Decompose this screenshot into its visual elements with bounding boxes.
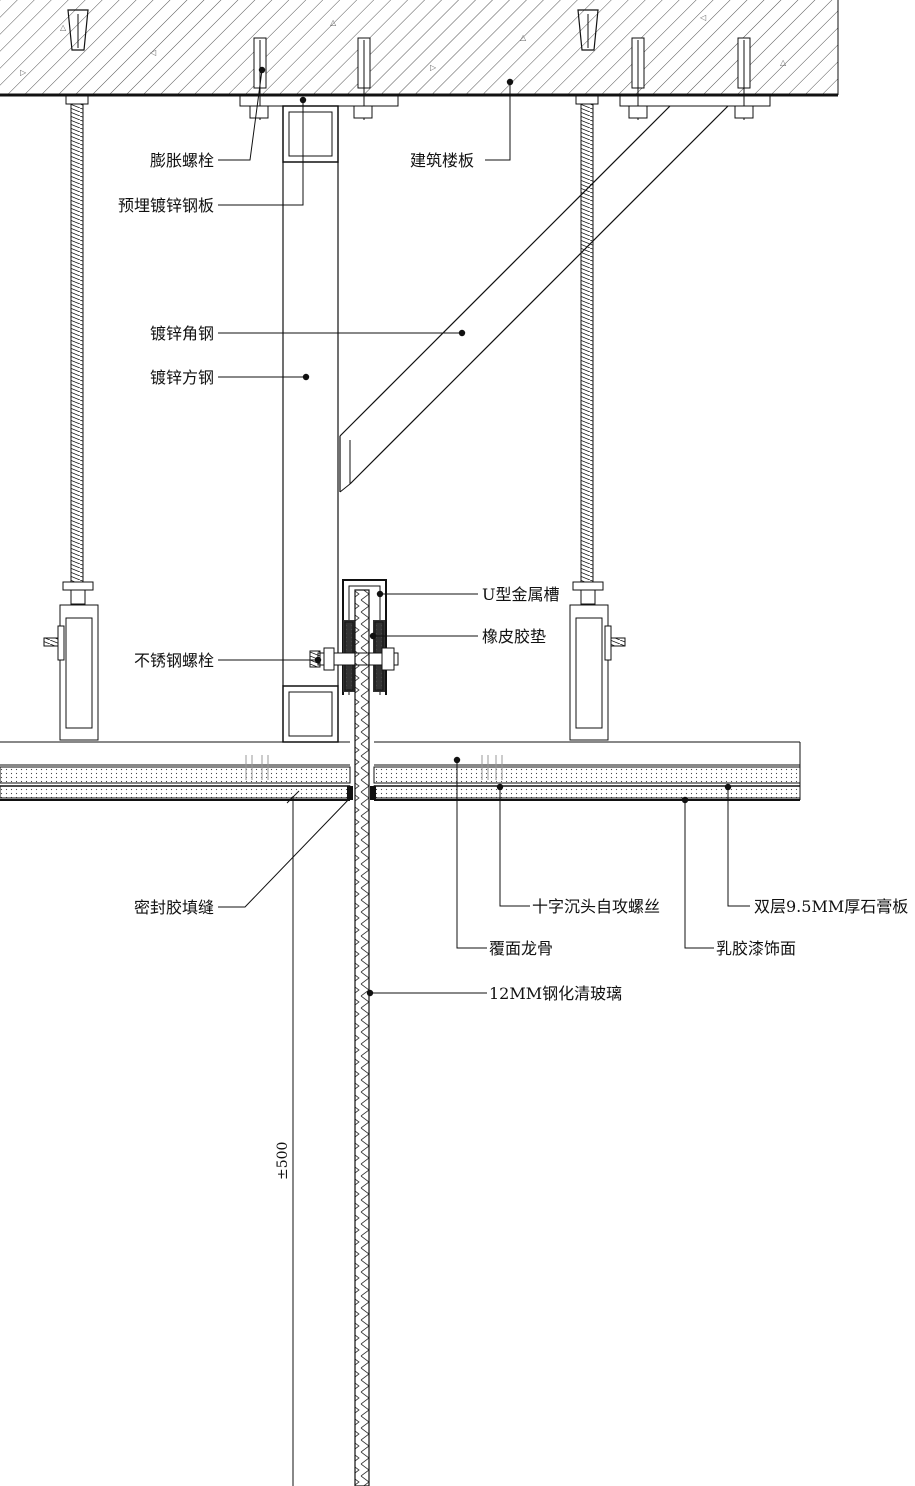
tempered-glass-panel xyxy=(354,589,370,1486)
label-galv-angle: 镀锌角钢 xyxy=(150,324,214,343)
svg-text:◁: ◁ xyxy=(700,13,707,22)
svg-text:◁: ◁ xyxy=(150,48,157,57)
galv-square-tube xyxy=(282,105,339,743)
label-galv-square-tube: 镀锌方钢 xyxy=(150,368,214,387)
building-slab: △ ◁ △ ▷ △ ◁ △ ▷ xyxy=(0,0,839,97)
label-building-slab: 建筑楼板 xyxy=(410,151,474,170)
height-dimension: ±500 xyxy=(275,790,300,1486)
label-sealant-joint: 密封胶填缝 xyxy=(134,898,214,917)
ceiling-system xyxy=(0,741,801,801)
svg-text:△: △ xyxy=(60,23,67,32)
label-double-gypsum: 双层9.5MM厚石膏板 xyxy=(754,897,908,916)
galv-angle-brace xyxy=(339,105,729,493)
svg-text:△: △ xyxy=(330,18,337,27)
callout-labels: 膨胀螺栓 预埋镀锌钢板 镀锌角钢 镀锌方钢 建筑楼板 U型金属槽 橡皮胶垫 不锈… xyxy=(118,151,908,1003)
svg-text:△: △ xyxy=(520,33,527,42)
label-stainless-bolt: 不锈钢螺栓 xyxy=(134,651,214,670)
dimension-text: ±500 xyxy=(275,1142,291,1180)
label-embedded-plate: 预埋镀锌钢板 xyxy=(118,196,214,215)
svg-text:△: △ xyxy=(780,58,787,67)
label-expansion-bolt: 膨胀螺栓 xyxy=(150,151,214,170)
leader-lines xyxy=(218,69,750,994)
u-channel-assembly xyxy=(309,579,399,695)
label-latex-paint: 乳胶漆饰面 xyxy=(716,939,796,958)
label-tempered-glass: 12MM钢化清玻璃 xyxy=(489,984,622,1003)
embedded-plate-right xyxy=(619,37,771,120)
label-cross-screw: 十字沉头自攻螺丝 xyxy=(532,897,660,916)
right-hanger-rod xyxy=(569,9,626,741)
label-u-channel: U型金属槽 xyxy=(482,585,560,604)
left-hanger-rod xyxy=(43,9,99,741)
leader-dots xyxy=(258,66,732,997)
svg-text:▷: ▷ xyxy=(20,68,27,77)
svg-text:▷: ▷ xyxy=(430,63,437,72)
embedded-plate-left xyxy=(239,37,399,120)
label-rubber-gasket: 橡皮胶垫 xyxy=(482,627,546,646)
label-cover-keel: 覆面龙骨 xyxy=(489,939,553,958)
